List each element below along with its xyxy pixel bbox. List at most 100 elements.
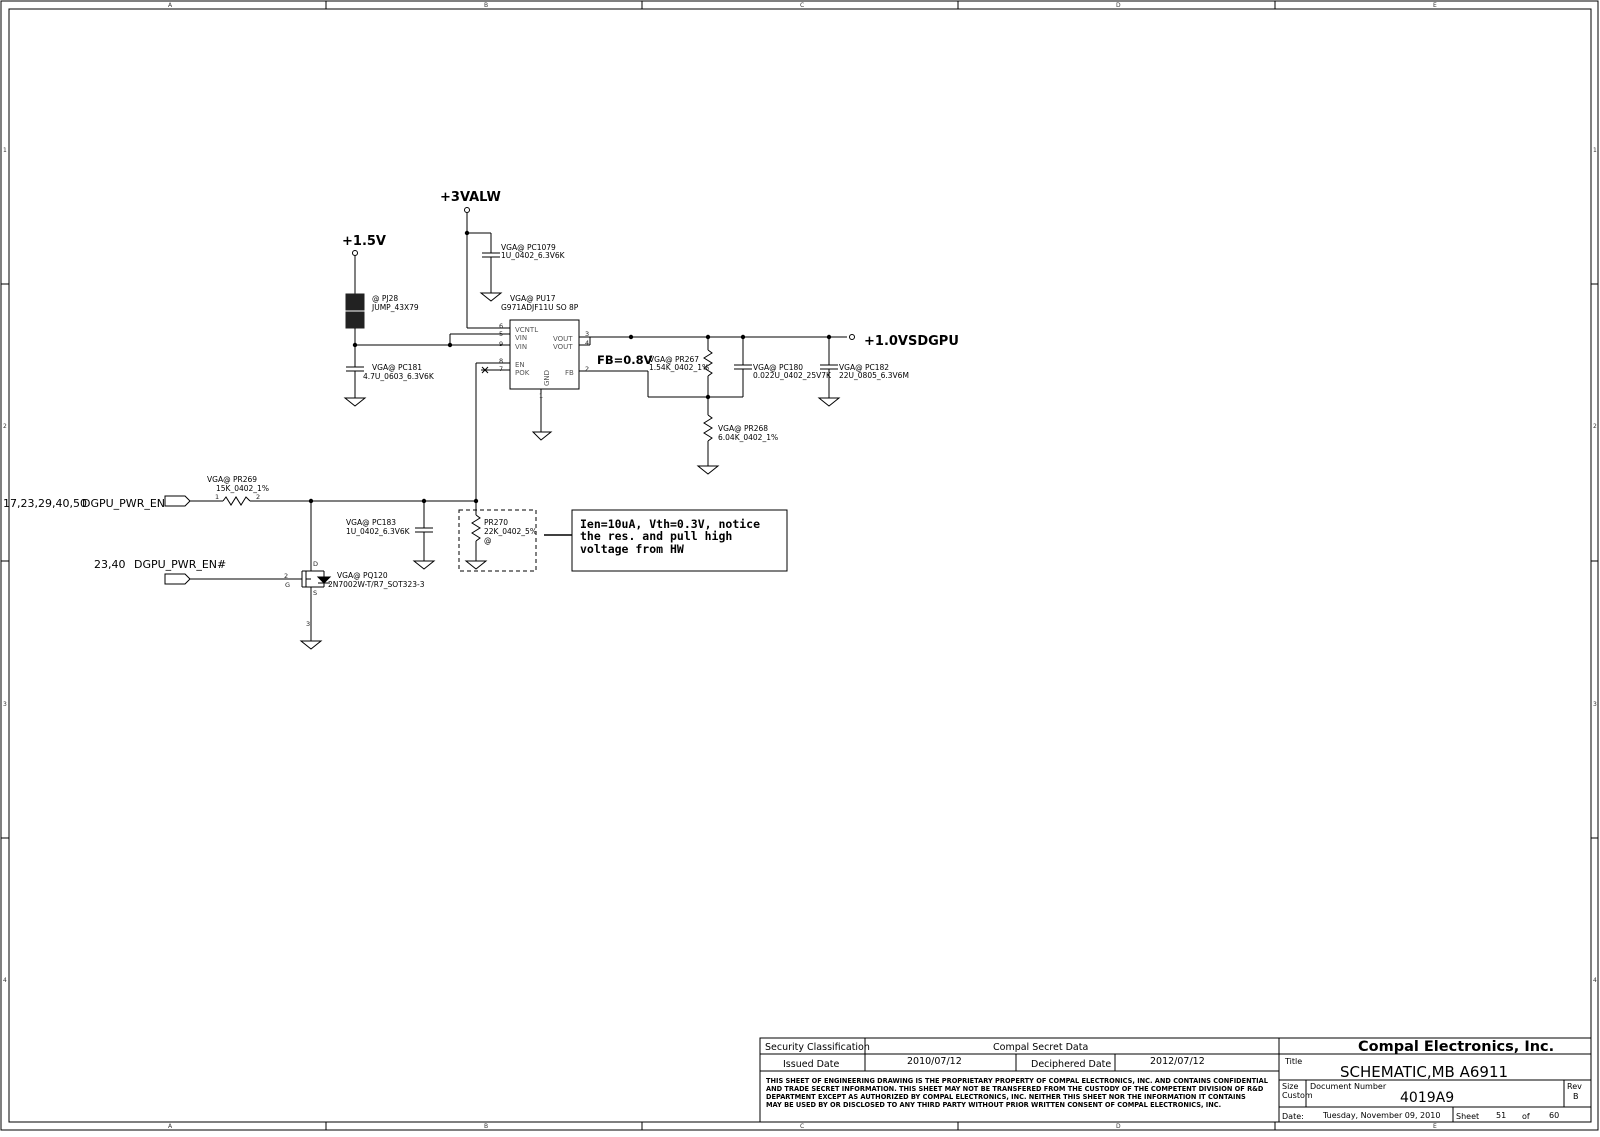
pr268-resistor [696, 397, 720, 475]
pu17-pin-vcntl: VCNTL [515, 326, 538, 334]
pr269-ref: VGA@ PR269 [207, 475, 257, 484]
sheet-label: Sheet [1456, 1112, 1479, 1121]
pc182-capacitor [817, 337, 841, 407]
pq120-ref: VGA@ PQ120 [337, 571, 388, 580]
pu17-ref: VGA@ PU17 [510, 294, 556, 303]
pr269-resistor [222, 496, 251, 506]
date-label: Date: [1282, 1112, 1304, 1121]
pu17-pinnum-9: 9 [499, 340, 503, 348]
sheet-value: 51 [1496, 1111, 1506, 1120]
pu17-pinnum-1: 1 [539, 392, 543, 400]
title-value: SCHEMATIC,MB A6911 [1340, 1063, 1508, 1081]
legal-line-2: AND TRADE SECRET INFORMATION. THIS SHEET… [766, 1085, 1264, 1093]
pq120-pin-g: G [285, 581, 290, 589]
legal-line-4: MAY BE USED BY OR DISCLOSED TO ANY THIRD… [766, 1101, 1221, 1109]
pr269-pin-1: 1 [215, 493, 219, 501]
zone-col-c-bottom: C [800, 1123, 804, 1130]
net-dgpu-pwr-en: DGPU_PWR_EN [82, 497, 165, 510]
pc183-value: 1U_0402_6.3V6K [346, 527, 411, 536]
docnum-value: 4019A9 [1400, 1090, 1454, 1106]
pu17-pinnum-2: 2 [585, 365, 589, 373]
pc182-value: 22U_0805_6.3V6M [839, 371, 909, 380]
legal-line-3: DEPARTMENT EXCEPT AS AUTHORIZED BY COMPA… [766, 1093, 1246, 1101]
pr267-value: 1.54K_0402_1% [649, 363, 709, 372]
pu17-regulator-ic [509, 319, 580, 390]
rail-1v5-label: +1.5V [342, 234, 386, 249]
pr269-value: 15K_0402_1% [216, 484, 269, 493]
zone-col-a-bottom: A [168, 1123, 173, 1130]
pr270-optional-box [458, 509, 537, 572]
zone-row-4: 4 [3, 977, 7, 984]
pr268-ref: VGA@ PR268 [718, 424, 768, 433]
zone-col-e-bottom: E [1433, 1123, 1437, 1130]
pj28-value: JUMP_43X79 [371, 303, 419, 312]
size-label: Size [1282, 1082, 1299, 1091]
zone-row-3-right: 3 [1593, 701, 1597, 708]
pu17-value: G971ADJF11U SO 8P [501, 303, 579, 312]
docnum-label: Document Number [1310, 1082, 1387, 1091]
rev-value: B [1573, 1092, 1579, 1101]
zone-row-4-right: 4 [1593, 977, 1597, 984]
zone-row-1: 1 [3, 147, 7, 154]
of-value: 60 [1549, 1111, 1559, 1120]
pq120-mosfet [299, 501, 332, 650]
note-box [571, 509, 788, 572]
deciphered-value: 2012/07/12 [1150, 1056, 1205, 1067]
net-dgpu-pwr-en-n: DGPU_PWR_EN# [134, 558, 226, 571]
zone-row-2-right: 2 [1593, 423, 1597, 430]
pu17-pin-pok: POK [515, 369, 530, 377]
pq120-pin-s: S [313, 589, 317, 597]
title-label: Title [1284, 1057, 1302, 1066]
pu17-pinnum-8: 8 [499, 357, 503, 365]
pq120-pinnum-2: 2 [284, 572, 288, 580]
inner-border [8, 8, 1592, 1123]
security-value: Compal Secret Data [993, 1042, 1088, 1053]
zone-row-1-right: 1 [1593, 147, 1597, 154]
pc1079-branch [464, 207, 503, 328]
pj28-jumper-branch [343, 250, 367, 407]
legal-line-1: THIS SHEET OF ENGINEERING DRAWING IS THE… [766, 1077, 1269, 1085]
pq120-value: 2N7002W-T/R7_SOT323-3 [328, 580, 425, 589]
zone-col-d-bottom: D [1116, 1123, 1121, 1130]
pc180-capacitor [734, 337, 752, 397]
pc182-ref: VGA@ PC182 [839, 363, 889, 372]
note-line-1: Ien=10uA, Vth=0.3V, notice [580, 517, 760, 531]
zone-row-2: 2 [3, 423, 7, 430]
net-dgpu-pwr-en-refs: 17,23,29,40,50 [3, 497, 87, 510]
security-label: Security Classification [765, 1042, 870, 1053]
zone-col-a: A [168, 2, 173, 9]
pr270-option: @ [484, 536, 492, 545]
pc1079-ref: VGA@ PC1079 [501, 243, 556, 252]
pu17-pin-gnd: GND [543, 370, 551, 386]
note-line-2: the res. and pull high [580, 529, 732, 543]
pu17-pinnum-5: 5 [499, 330, 503, 338]
zone-col-b: B [484, 2, 488, 9]
pr269-pin-2: 2 [256, 493, 260, 501]
of-label: of [1522, 1112, 1530, 1121]
note-line-3: voltage from HW [580, 542, 684, 556]
pc180-value: 0.022U_0402_25V7K [753, 371, 832, 380]
rail-3valw-label: +3VALW [440, 190, 501, 205]
pc183-ref: VGA@ PC183 [346, 518, 396, 527]
pu17-pinnum-3: 3 [585, 330, 589, 338]
pj28-ref: @ PJ28 [372, 294, 398, 303]
pu17-pinnum-4: 4 [585, 339, 589, 347]
pc180-ref: VGA@ PC180 [753, 363, 803, 372]
zone-col-b-bottom: B [484, 1123, 488, 1130]
pr267-ref: VGA@ PR267 [649, 355, 699, 364]
pr270-value: 22K_0402_5% [484, 527, 537, 536]
pu17-pin-vout-b: VOUT [553, 343, 573, 351]
date-value: Tuesday, November 09, 2010 [1322, 1111, 1440, 1120]
pr270-resistor [464, 501, 488, 570]
issued-value: 2010/07/12 [907, 1056, 962, 1067]
issued-label: Issued Date [783, 1059, 839, 1070]
size-value: Custom [1282, 1091, 1313, 1100]
pu17-pin-vout-a: VOUT [553, 335, 573, 343]
fb-voltage-label: FB=0.8V [597, 353, 653, 367]
zone-col-c: C [800, 2, 804, 9]
pc181-ref: VGA@ PC181 [372, 363, 422, 372]
zone-row-3: 3 [3, 701, 7, 708]
